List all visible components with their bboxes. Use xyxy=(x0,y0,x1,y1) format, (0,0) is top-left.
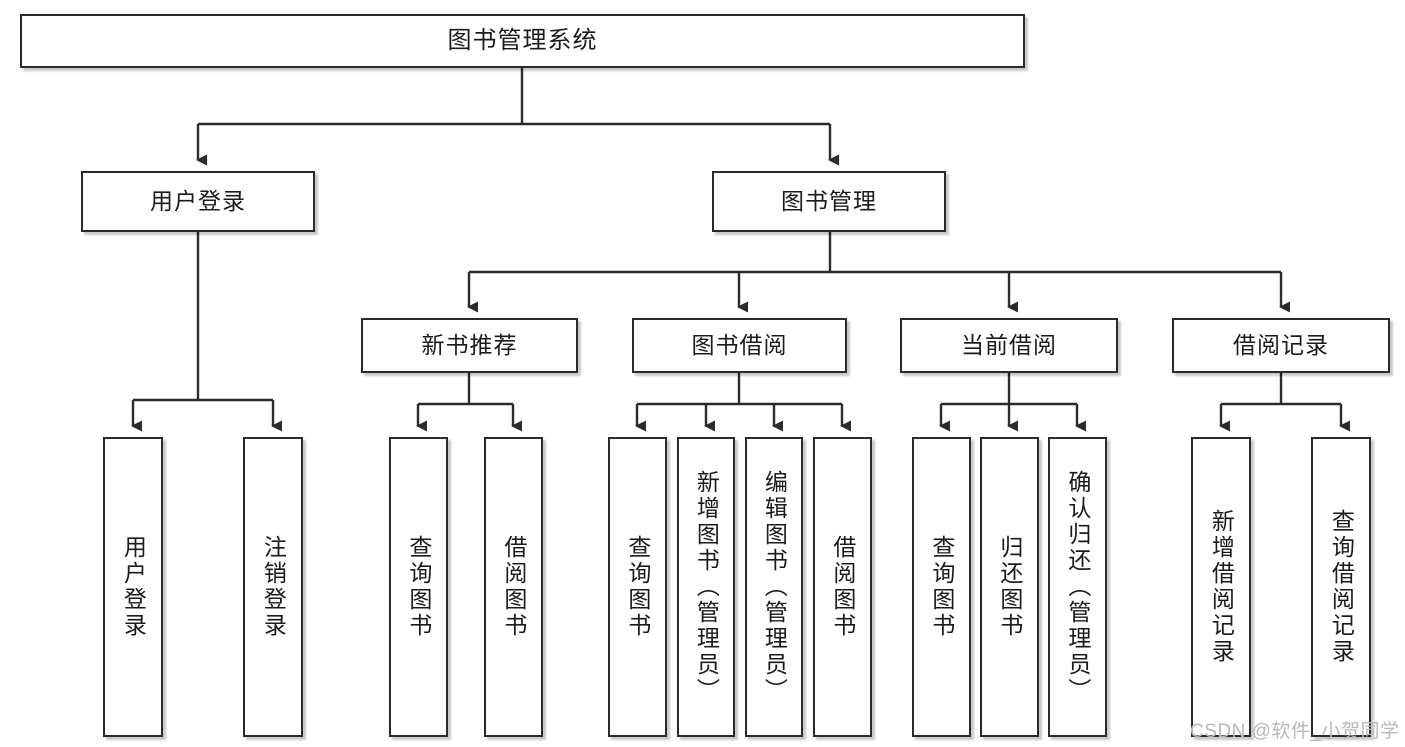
node-leaf-query-book-2[interactable]: 查询图书 xyxy=(608,437,667,737)
node-label: 查询图书 xyxy=(624,535,651,639)
node-label: 用户登录 xyxy=(150,187,246,214)
node-label: 编辑图书（管理员） xyxy=(761,470,788,704)
node-root-book-management-system[interactable]: 图书管理系统 xyxy=(20,14,1025,68)
node-label: 用户登录 xyxy=(120,535,147,639)
edge-newbook-to-leaves xyxy=(416,373,522,432)
edge-userlogin-to-leaves xyxy=(131,232,282,432)
node-new-book-recommend[interactable]: 新书推荐 xyxy=(361,318,578,373)
node-label: 图书借阅 xyxy=(691,331,788,358)
node-borrow-record[interactable]: 借阅记录 xyxy=(1172,318,1390,373)
node-label: 查询图书 xyxy=(405,535,432,639)
edge-root-to-level2 xyxy=(196,68,839,166)
node-label: 确认归还（管理员） xyxy=(1064,470,1091,704)
edge-borrowrecord-to-leaves xyxy=(1219,373,1350,432)
node-user-login[interactable]: 用户登录 xyxy=(81,171,315,232)
edge-bookborrow-to-leaves xyxy=(635,373,851,432)
node-leaf-add-book[interactable]: 新增图书（管理员） xyxy=(677,437,735,737)
node-label: 新书推荐 xyxy=(421,331,518,358)
node-book-management[interactable]: 图书管理 xyxy=(712,171,946,232)
node-leaf-borrow-book-2[interactable]: 借阅图书 xyxy=(813,437,872,737)
node-leaf-add-record[interactable]: 新增借阅记录 xyxy=(1191,437,1251,737)
node-label: 借阅记录 xyxy=(1233,331,1329,358)
node-leaf-logout[interactable]: 注销登录 xyxy=(243,437,303,737)
node-label: 新增图书（管理员） xyxy=(693,470,720,704)
csdn-watermark: CSDN @软件_小贺同学 xyxy=(1190,721,1400,742)
node-label: 借阅图书 xyxy=(500,535,527,639)
edge-bookmanage-to-level3 xyxy=(467,232,1290,313)
node-leaf-borrow-book-1[interactable]: 借阅图书 xyxy=(484,437,543,737)
node-leaf-user-login[interactable]: 用户登录 xyxy=(103,437,163,737)
node-label: 图书管理系统 xyxy=(447,26,598,54)
node-leaf-query-book-1[interactable]: 查询图书 xyxy=(389,437,448,737)
node-current-borrow[interactable]: 当前借阅 xyxy=(900,318,1118,373)
node-leaf-return-book[interactable]: 归还图书 xyxy=(980,437,1039,737)
node-leaf-edit-book[interactable]: 编辑图书（管理员） xyxy=(745,437,803,737)
node-book-borrow[interactable]: 图书借阅 xyxy=(632,318,847,373)
node-leaf-confirm-return[interactable]: 确认归还（管理员） xyxy=(1048,437,1107,737)
node-label: 查询图书 xyxy=(928,535,955,639)
node-label: 注销登录 xyxy=(260,535,287,639)
node-label: 归还图书 xyxy=(996,535,1023,639)
edge-currentborrow-to-leaves xyxy=(939,373,1086,432)
node-label: 查询借阅记录 xyxy=(1328,509,1355,665)
node-label: 图书管理 xyxy=(781,187,877,214)
node-leaf-query-book-3[interactable]: 查询图书 xyxy=(912,437,971,737)
node-label: 当前借阅 xyxy=(961,331,1057,358)
node-leaf-query-record[interactable]: 查询借阅记录 xyxy=(1311,437,1371,737)
node-label: 新增借阅记录 xyxy=(1208,509,1235,665)
node-label: 借阅图书 xyxy=(829,535,856,639)
